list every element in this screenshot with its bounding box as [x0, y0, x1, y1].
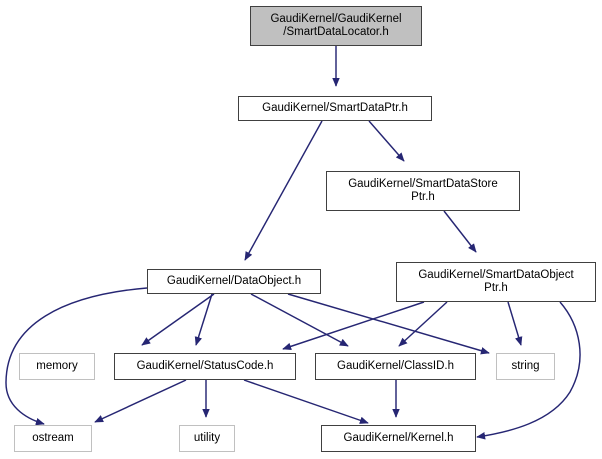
graph-node-smartdatastoreptr[interactable]: GaudiKernel/SmartDataStore Ptr.h — [326, 171, 520, 211]
graph-edge-dataobject-to-ostream — [5, 287, 148, 426]
graph-node-label: GaudiKernel/StatusCode.h — [136, 359, 274, 372]
graph-edge-dataobject-to-classid — [250, 293, 349, 347]
graph-node-smartdataptr[interactable]: GaudiKernel/SmartDataPtr.h — [238, 96, 432, 121]
graph-node-label: GaudiKernel/GaudiKernel /SmartDataLocato… — [270, 12, 402, 39]
graph-node-statuscode[interactable]: GaudiKernel/StatusCode.h — [114, 353, 296, 380]
graph-edge-statuscode-to-kernel — [243, 379, 369, 424]
graph-node-label: ostream — [32, 431, 74, 444]
graph-node-label: GaudiKernel/SmartDataStore Ptr.h — [348, 177, 498, 204]
graph-edge-smartdataptr-to-dataobject — [244, 120, 323, 261]
graph-edge-smartdataptr-to-smartdatastoreptr — [368, 120, 405, 162]
graph-node-string[interactable]: string — [496, 353, 555, 380]
graph-edge-smartdataobjectptr-to-statuscode — [282, 301, 425, 351]
graph-edge-statuscode-to-ostream — [94, 379, 187, 423]
graph-node-memory[interactable]: memory — [19, 353, 95, 380]
graph-edge-smartdataobjectptr-to-kernel — [476, 301, 581, 440]
graph-node-label: GaudiKernel/DataObject.h — [166, 274, 302, 287]
graph-edge-dataobject-to-memory — [141, 293, 215, 346]
graph-node-utility[interactable]: utility — [179, 425, 235, 452]
graph-node-classid[interactable]: GaudiKernel/ClassID.h — [315, 353, 476, 380]
graph-node-label: memory — [36, 359, 78, 372]
graph-node-label: GaudiKernel/Kernel.h — [343, 431, 454, 444]
graph-node-smartdatalocator[interactable]: GaudiKernel/GaudiKernel /SmartDataLocato… — [250, 6, 422, 46]
graph-node-label: GaudiKernel/ClassID.h — [337, 359, 454, 372]
graph-node-label: GaudiKernel/SmartDataPtr.h — [262, 101, 408, 114]
graph-edge-dataobject-to-statuscode — [194, 293, 213, 346]
graph-edge-smartdataobjectptr-to-classid — [398, 301, 448, 347]
graph-node-label: GaudiKernel/SmartDataObject Ptr.h — [418, 268, 574, 295]
graph-node-kernel[interactable]: GaudiKernel/Kernel.h — [321, 425, 476, 452]
graph-edge-smartdataobjectptr-to-string — [507, 301, 523, 346]
graph-edge-dataobject-to-string — [287, 293, 490, 355]
graph-node-dataobject[interactable]: GaudiKernel/DataObject.h — [147, 269, 321, 294]
graph-node-smartdataobjectptr[interactable]: GaudiKernel/SmartDataObject Ptr.h — [396, 262, 596, 302]
graph-node-label: string — [511, 359, 540, 372]
graph-edge-smartdatastoreptr-to-smartdataobjectptr — [443, 210, 477, 253]
graph-node-label: utility — [193, 431, 221, 444]
graph-node-ostream[interactable]: ostream — [14, 425, 92, 452]
